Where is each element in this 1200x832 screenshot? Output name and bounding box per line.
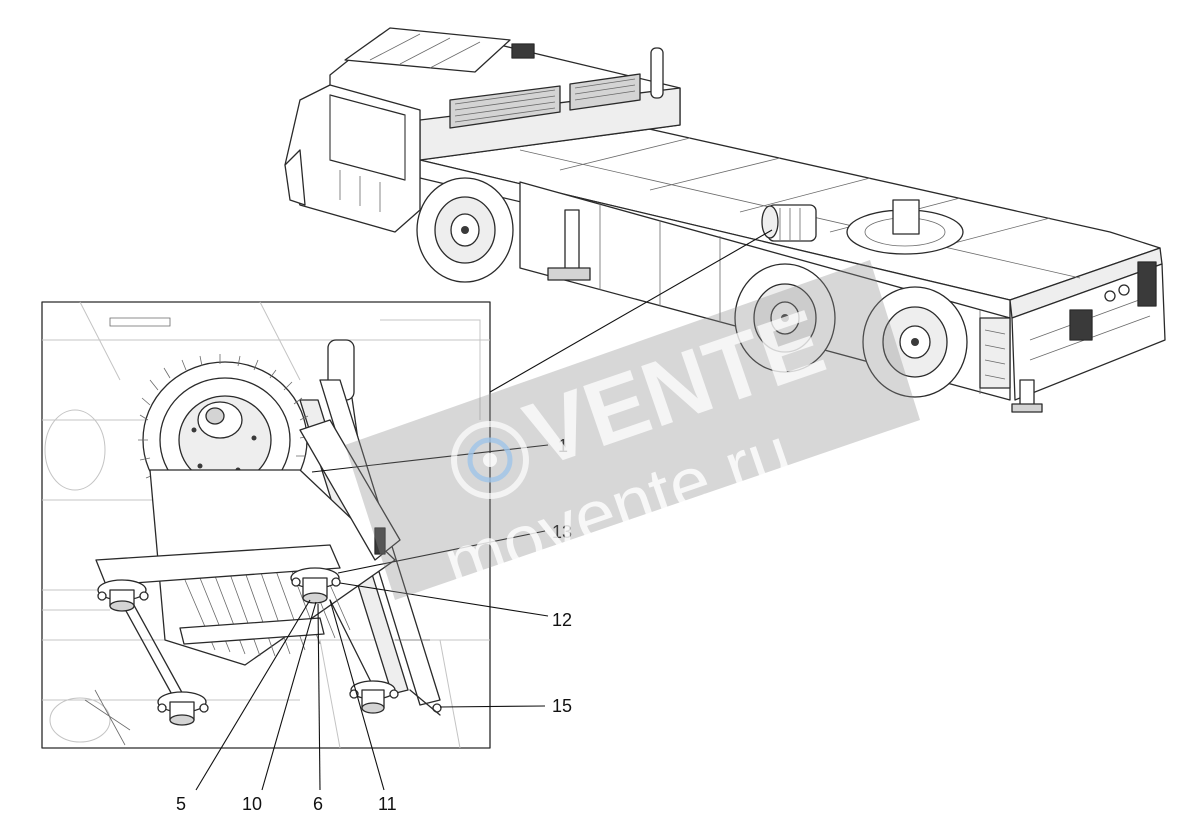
callout-12: 12 [552, 610, 572, 630]
callout-10: 10 [242, 794, 262, 814]
callout-5: 5 [176, 794, 186, 814]
mount-top-right [290, 567, 341, 604]
callout-15: 15 [552, 696, 572, 716]
mount-bottom-left [157, 691, 209, 726]
motor-location-on-chassis [761, 204, 817, 242]
rear-wheel-2 [862, 286, 968, 398]
detail-inset [41, 301, 491, 749]
inset-background-chassis [42, 301, 490, 749]
callout-11: 11 [378, 794, 397, 814]
watermark-logo-icon [451, 421, 529, 499]
mount-top-left [97, 579, 149, 612]
watermark-band [345, 260, 920, 600]
callout-labels: 1 13 12 15 5 10 6 11 [176, 436, 572, 814]
detail-leader-line [489, 229, 773, 393]
mount-bottom-right [349, 680, 399, 714]
front-wheel [416, 177, 514, 283]
crane-truck-drawing [284, 27, 1166, 413]
callout-1: 1 [558, 436, 568, 456]
callout-13: 13 [552, 522, 572, 542]
callout-6: 6 [313, 794, 323, 814]
rear-wheel-1 [734, 263, 836, 373]
